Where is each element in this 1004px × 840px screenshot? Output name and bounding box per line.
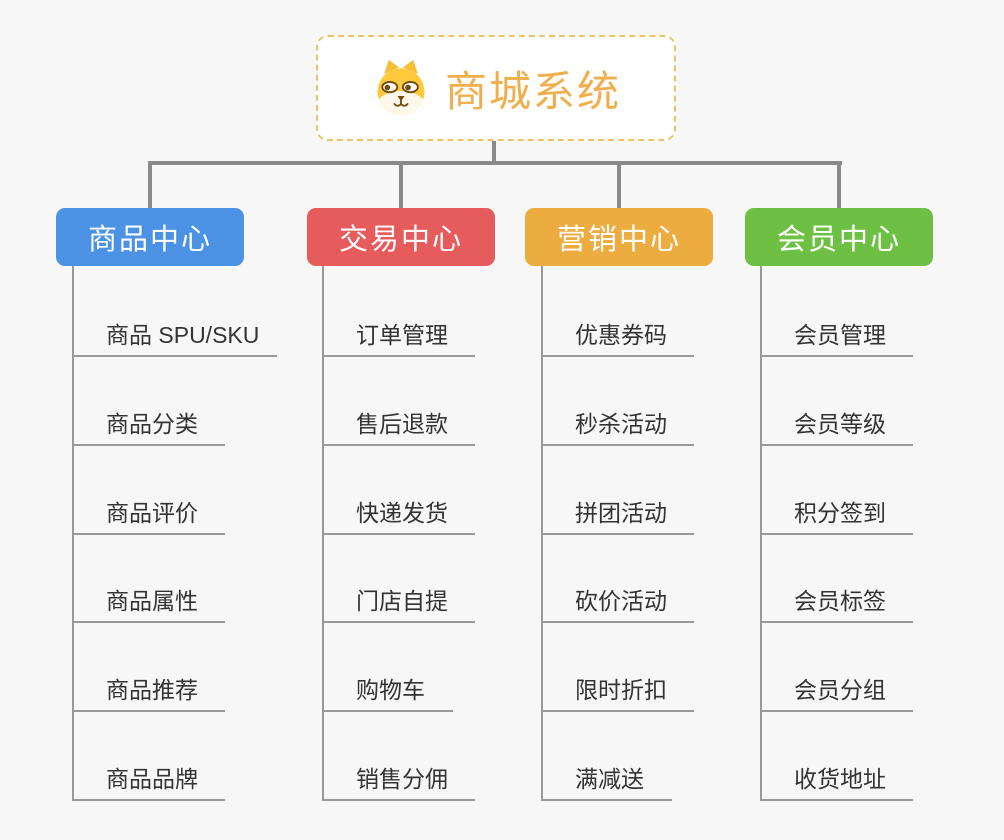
root-node-mall-system[interactable]: 商城系统 — [316, 35, 676, 141]
topic-flash-sale[interactable]: 秒杀活动 — [541, 410, 694, 446]
topic-group-buy[interactable]: 拼团活动 — [541, 499, 694, 535]
topic-product-brand[interactable]: 商品品牌 — [72, 765, 225, 801]
topic-product-review[interactable]: 商品评价 — [72, 499, 225, 535]
topic-member-management[interactable]: 会员管理 — [760, 321, 913, 357]
topic-store-pickup[interactable]: 门店自提 — [322, 587, 475, 623]
topic-aftersale-refund[interactable]: 售后退款 — [322, 410, 475, 446]
topic-coupon-code[interactable]: 优惠券码 — [541, 321, 694, 357]
topic-sales-commission[interactable]: 销售分佣 — [322, 765, 475, 801]
topic-limited-discount[interactable]: 限时折扣 — [541, 676, 694, 712]
topic-product-recommend[interactable]: 商品推荐 — [72, 676, 225, 712]
topic-bargain-event[interactable]: 砍价活动 — [541, 587, 694, 623]
topic-member-tags[interactable]: 会员标签 — [760, 587, 913, 623]
topic-express-shipping[interactable]: 快递发货 — [322, 499, 475, 535]
root-node-title: 商城系统 — [444, 67, 621, 115]
shiba-dog-icon — [377, 59, 425, 116]
topic-member-level[interactable]: 会员等级 — [760, 410, 913, 446]
topic-points-checkin[interactable]: 积分签到 — [760, 499, 913, 535]
topic-shopping-cart[interactable]: 购物车 — [322, 676, 453, 712]
branch-node-marketing-center[interactable]: 营销中心 — [525, 208, 713, 266]
topic-product-category[interactable]: 商品分类 — [72, 410, 225, 446]
connector-root-stem — [492, 141, 496, 163]
connector-drop-member — [837, 161, 841, 209]
topic-order-management[interactable]: 订单管理 — [322, 321, 475, 357]
topic-member-groups[interactable]: 会员分组 — [760, 676, 913, 712]
topic-spend-save[interactable]: 满减送 — [541, 765, 672, 801]
connector-drop-marketing — [617, 161, 621, 209]
topic-shipping-address[interactable]: 收货地址 — [760, 765, 913, 801]
branch-node-member-center[interactable]: 会员中心 — [745, 208, 933, 266]
connector-drop-trade — [399, 161, 403, 209]
branch-node-trade-center[interactable]: 交易中心 — [307, 208, 495, 266]
connector-drop-product — [148, 161, 152, 209]
branch-node-product-center[interactable]: 商品中心 — [56, 208, 244, 266]
topic-product-attribute[interactable]: 商品属性 — [72, 587, 225, 623]
topic-product-spu-sku[interactable]: 商品 SPU/SKU — [72, 321, 277, 357]
connector-bus — [148, 161, 842, 165]
